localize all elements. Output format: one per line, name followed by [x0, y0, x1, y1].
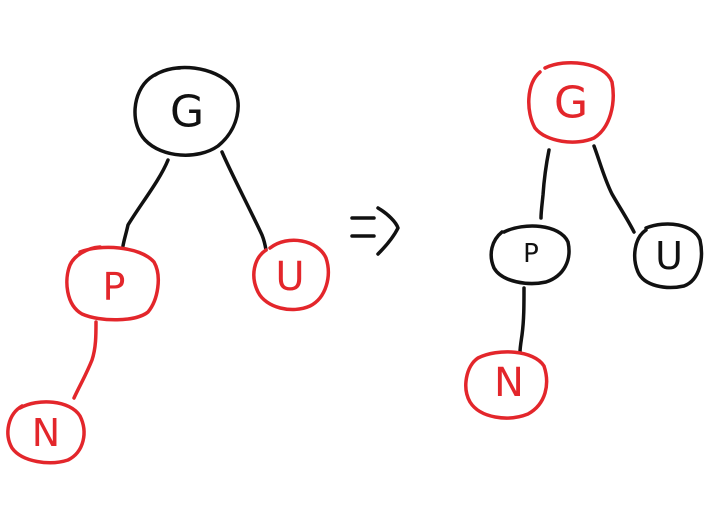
before-node-n-label: N	[32, 411, 60, 455]
before-node-u-circle	[252, 238, 331, 312]
before-node-g: G	[133, 65, 240, 157]
after-node-g: G	[527, 61, 615, 144]
after-edge-g-u	[592, 144, 636, 234]
before-edge-g-u	[220, 150, 268, 252]
transition-arrow-stroke	[350, 206, 400, 256]
after-node-p-label: P	[523, 239, 539, 269]
before-node-p-circle	[65, 245, 161, 322]
before-node-p: P	[65, 245, 161, 322]
before-edge-p-n	[72, 320, 98, 400]
before-node-p-label: P	[103, 265, 126, 309]
after-node-n-circle	[464, 350, 549, 420]
before-node-n-circle	[6, 400, 86, 465]
before-node-u: U	[252, 238, 331, 312]
after-node-g-circle	[527, 61, 615, 144]
before-tree: G P U N	[6, 65, 331, 465]
before-node-n: N	[6, 400, 86, 465]
before-node-g-circle	[133, 65, 240, 157]
after-node-u-circle	[632, 222, 704, 290]
before-node-g-label: G	[170, 87, 204, 138]
after-node-p: P	[489, 224, 571, 286]
after-edge-g-p	[539, 148, 551, 220]
transition-arrow: ⇒	[350, 206, 400, 256]
after-node-p-circle	[489, 224, 571, 286]
after-node-n-label: N	[494, 360, 524, 406]
after-node-g-label: G	[554, 78, 588, 129]
after-node-u: U	[632, 222, 704, 290]
before-node-u-label: U	[275, 254, 304, 300]
after-tree: G P U N	[464, 61, 704, 420]
before-edge-g-p	[121, 158, 170, 248]
after-node-u-label: U	[655, 234, 683, 278]
after-node-n: N	[464, 350, 549, 420]
transition-symbol: ⇒	[376, 231, 377, 233]
after-edge-p-n	[518, 286, 526, 354]
